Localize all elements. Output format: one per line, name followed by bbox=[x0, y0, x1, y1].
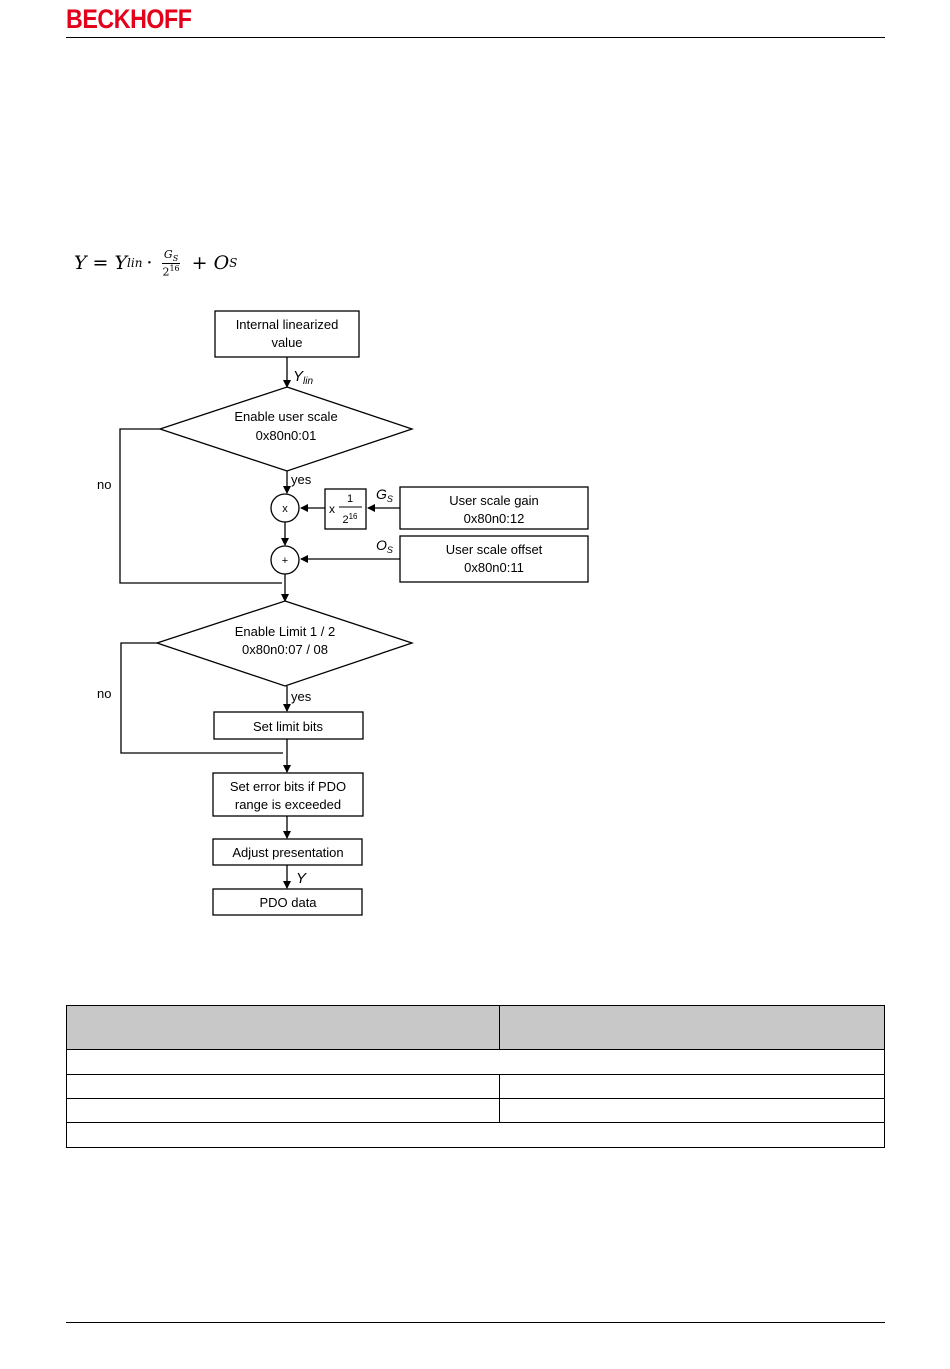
decision2-no-label: no bbox=[97, 686, 111, 701]
user-scale-offset-box bbox=[399, 535, 589, 583]
gain-line1: User scale gain bbox=[449, 493, 539, 508]
table-cell bbox=[66, 1049, 885, 1075]
table-cell bbox=[66, 1074, 500, 1099]
table-merged-row bbox=[66, 1049, 885, 1075]
table-cell bbox=[66, 1098, 500, 1123]
error-line1: Set error bits if PDO bbox=[230, 779, 346, 794]
scale-factor-x: x bbox=[329, 502, 335, 516]
table-row bbox=[66, 1074, 885, 1099]
formula-gain-den-exp: 16 bbox=[169, 264, 180, 274]
formula-ylin: Y bbox=[114, 252, 128, 275]
scale-factor-box bbox=[324, 488, 367, 530]
add-symbol: + bbox=[282, 555, 288, 567]
table-cell bbox=[66, 1122, 885, 1148]
decision2-yes-label: yes bbox=[291, 689, 312, 704]
pdo-data-box bbox=[212, 888, 363, 916]
table-merged-row bbox=[66, 1122, 885, 1148]
formula-gain-num-sub: S bbox=[172, 254, 179, 264]
y-arrow-label: Y bbox=[296, 870, 307, 887]
start-box-line1: Internal linearized bbox=[236, 317, 339, 332]
start-box-line2: value bbox=[271, 335, 302, 350]
gain-line2: 0x80n0:12 bbox=[464, 511, 525, 526]
offset-line1: User scale offset bbox=[446, 542, 543, 557]
offset-line2: 0x80n0:11 bbox=[464, 560, 524, 575]
footer-rule bbox=[66, 1322, 885, 1323]
set-error-bits-box bbox=[212, 772, 364, 817]
table-header-cell bbox=[499, 1005, 885, 1050]
decision1-no-label: no bbox=[97, 477, 111, 492]
formula-ylin-sub: lin bbox=[127, 256, 143, 271]
table-header-row bbox=[66, 1005, 885, 1050]
decision1-line2: 0x80n0:01 bbox=[256, 428, 317, 443]
set-limit-bits-label: Set limit bits bbox=[253, 719, 324, 734]
start-box bbox=[214, 310, 360, 358]
formula-offset-sub: S bbox=[229, 256, 238, 271]
table-cell bbox=[499, 1074, 885, 1099]
decision-enable-limit bbox=[154, 600, 415, 687]
set-limit-bits-box bbox=[213, 711, 364, 740]
table-row bbox=[66, 1098, 885, 1123]
os-arrow-label: OS bbox=[376, 537, 393, 555]
formula-gain-den: 2 bbox=[162, 265, 170, 279]
formula-lhs: Y bbox=[74, 252, 87, 275]
adjust-presentation-box bbox=[212, 838, 363, 866]
adjust-presentation-label: Adjust presentation bbox=[232, 845, 343, 860]
pdo-data-label: PDO data bbox=[259, 895, 317, 910]
table-header-cell bbox=[66, 1005, 500, 1050]
error-line2: range is exceeded bbox=[235, 797, 341, 812]
formula-offset: O bbox=[213, 252, 230, 275]
table-cell bbox=[499, 1098, 885, 1123]
decision1-yes-label: yes bbox=[291, 472, 312, 487]
ylin-arrow-label: Ylin bbox=[293, 368, 313, 387]
formula-gain-num: G bbox=[163, 248, 173, 261]
user-scale-gain-box bbox=[399, 486, 589, 530]
decision2-line1: Enable Limit 1 / 2 bbox=[235, 624, 335, 639]
parameter-table bbox=[66, 1005, 885, 1148]
header-rule bbox=[66, 37, 885, 38]
decision2-line2: 0x80n0:07 / 08 bbox=[242, 642, 328, 657]
scale-factor-den: 216 bbox=[342, 512, 358, 526]
multiply-symbol: x bbox=[282, 503, 288, 515]
decision1-line1: Enable user scale bbox=[234, 409, 337, 424]
scale-factor-num: 1 bbox=[347, 493, 353, 505]
brand-logo: BECKHOFF bbox=[66, 4, 192, 34]
formula-gain-fraction: GS 216 bbox=[160, 248, 181, 279]
gs-arrow-label: GS bbox=[376, 486, 393, 504]
